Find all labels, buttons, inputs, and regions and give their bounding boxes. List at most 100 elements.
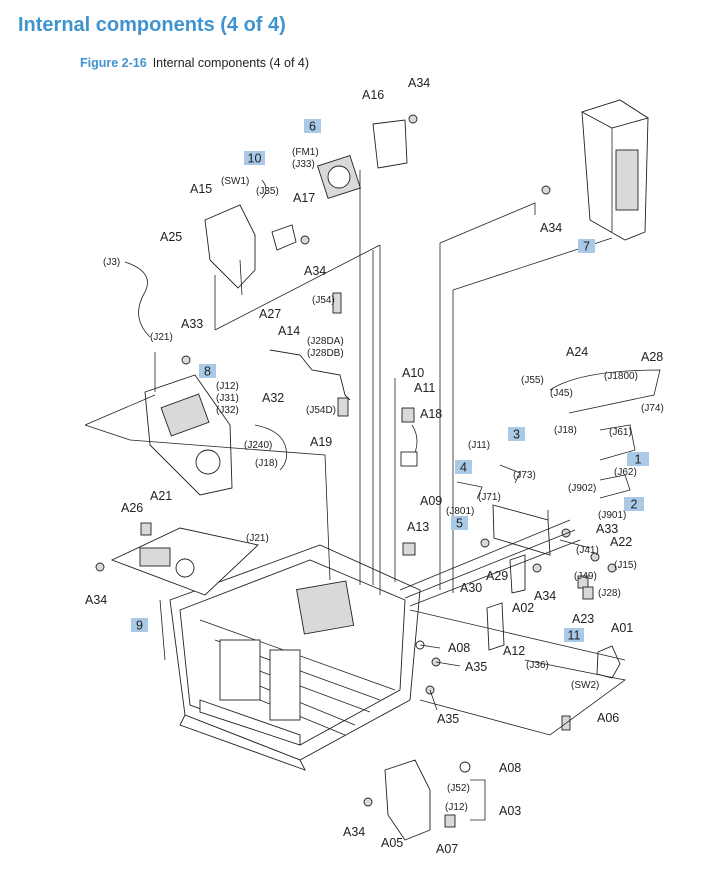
callout-4: 4 [455, 460, 472, 475]
callout-1: 1 [627, 452, 649, 467]
part-label: A22 [610, 535, 632, 549]
part-label: A01 [611, 621, 633, 635]
part-label: A13 [407, 520, 429, 534]
callout-10: 10 [244, 151, 265, 166]
part-label: A17 [293, 191, 315, 205]
bracket-a05 [384, 759, 431, 841]
connector-label: (J28DA) [307, 336, 344, 347]
figure-caption: Figure 2-16 Internal components (4 of 4) [80, 56, 309, 70]
part-label: A02 [512, 601, 534, 615]
connector-label: (J21) [150, 332, 173, 343]
connector-label: (J3) [103, 257, 120, 268]
connector-label: (J32) [216, 405, 239, 416]
part-label: A33 [181, 317, 203, 331]
connector-label: (J54D) [306, 405, 336, 416]
part-label: A34 [408, 76, 430, 90]
part-label: A08 [499, 761, 521, 775]
connector-label: (J52) [447, 783, 470, 794]
callouts: 6 10 7 8 3 1 4 2 5 9 11 [131, 119, 649, 643]
part-label: A12 [503, 644, 525, 658]
part-label: A07 [436, 842, 458, 856]
connector-label: (SW1) [221, 176, 249, 187]
part-label: A03 [499, 804, 521, 818]
bracket-a17 [271, 224, 297, 251]
power-supply-board [144, 374, 233, 496]
callout-8: 8 [199, 364, 216, 379]
part-label: A10 [402, 366, 424, 380]
connector-label: (J12) [445, 802, 468, 813]
callout-6: 6 [304, 119, 321, 134]
connector-label: (J73) [513, 470, 536, 481]
connector-label: (J33) [292, 159, 315, 170]
part-label: A27 [259, 307, 281, 321]
svg-text:11: 11 [568, 629, 581, 643]
part-label: A34 [534, 589, 556, 603]
part-label: A21 [150, 489, 172, 503]
figure-label: Figure 2-16 [80, 56, 147, 70]
callout-11: 11 [564, 628, 584, 643]
connector-label: (J62) [614, 467, 637, 478]
svg-text:10: 10 [248, 152, 262, 166]
connector-label: (J61) [609, 427, 632, 438]
connector-label: (J12) [216, 381, 239, 392]
part-label: A23 [572, 612, 594, 626]
part-label: A26 [121, 501, 143, 515]
svg-text:5: 5 [456, 517, 463, 531]
connector-label: (J11) [468, 440, 490, 451]
callout-9: 9 [131, 618, 148, 633]
part-label: A19 [310, 435, 332, 449]
svg-text:8: 8 [204, 365, 211, 379]
connector-label: (J55) [521, 375, 544, 386]
part-label: A34 [304, 264, 326, 278]
part-label: A05 [381, 836, 403, 850]
connector-label: (J36) [526, 660, 549, 671]
connector-label: (J54) [312, 295, 335, 306]
cable-a25 [124, 261, 151, 338]
part-label: A28 [641, 350, 663, 364]
svg-text:6: 6 [309, 120, 316, 134]
callout-2: 2 [624, 497, 644, 512]
part-label: A34 [85, 593, 107, 607]
svg-text:2: 2 [631, 498, 638, 512]
part-label: A34 [540, 221, 562, 235]
connector-label: (J28DB) [307, 348, 344, 359]
part-label: A09 [420, 494, 442, 508]
part-label: A06 [597, 711, 619, 725]
part-label: A35 [437, 712, 459, 726]
main-chassis [169, 544, 421, 771]
part-label: A08 [448, 641, 470, 655]
formatter-box [580, 99, 650, 241]
connector-label: (J45) [550, 388, 573, 399]
part-label: A18 [420, 407, 442, 421]
part-label: A32 [262, 391, 284, 405]
callout-7: 7 [578, 239, 595, 254]
connector-label: (J41) [576, 545, 599, 556]
part-label: A34 [343, 825, 365, 839]
connector-label: (J901) [598, 510, 626, 521]
part-label: A25 [160, 230, 182, 244]
dc-controller-board [492, 504, 551, 556]
part-label: A29 [486, 569, 508, 583]
connector-label: (J49) [574, 571, 597, 582]
svg-text:4: 4 [460, 461, 467, 475]
part-label: A24 [566, 345, 588, 359]
part-label: A35 [465, 660, 487, 674]
cable-a24 [549, 369, 661, 414]
part-label: A11 [414, 381, 435, 395]
connector-label: (J801) [446, 506, 474, 517]
part-label: A15 [190, 182, 212, 196]
svg-text:1: 1 [635, 453, 642, 467]
connector-label: (J1800) [604, 371, 638, 382]
callout-3: 3 [508, 427, 525, 442]
connector-label: (J18) [554, 425, 577, 436]
figure-caption-text: Internal components (4 of 4) [152, 56, 310, 70]
connector-label: (J35) [256, 186, 279, 197]
fan-bracket [372, 119, 408, 169]
svg-text:7: 7 [583, 240, 590, 254]
connector-label: (SW2) [571, 680, 599, 691]
engine-board [110, 527, 259, 596]
cable-guide-a14 [269, 349, 351, 401]
part-labels: A34 A16 A15 A17 A34 A25 A27 A14 A33 A32 … [85, 76, 663, 856]
page-title: Internal components (4 of 4) [18, 14, 286, 36]
